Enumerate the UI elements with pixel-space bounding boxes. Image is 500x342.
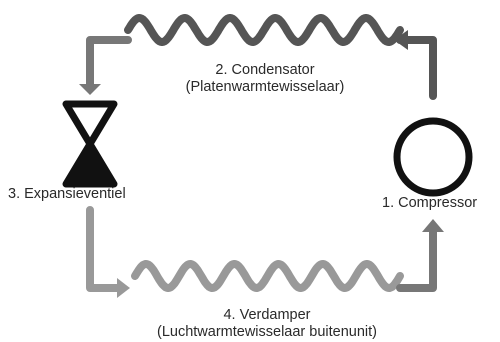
expansion-valve-label: 3. Expansieventiel	[8, 186, 126, 202]
condenser-subtitle: (Platenwarmtewisselaar)	[185, 79, 345, 95]
arrow-into-condenser-icon	[394, 30, 408, 50]
evaporator-coil	[131, 260, 404, 292]
condenser-title: 2. Condensator	[215, 62, 315, 78]
condenser-to-valve-pipe	[86, 36, 132, 88]
valve-to-evaporator-pipe	[86, 206, 124, 292]
arrow-into-evaporator-icon	[117, 278, 130, 298]
hot-refrigerant-line	[79, 14, 437, 100]
evaporator-to-compressor-pipe	[396, 228, 437, 292]
arrow-into-compressor-icon	[422, 219, 444, 232]
evaporator-title: 4. Verdamper	[223, 307, 311, 323]
condenser-coil	[124, 14, 404, 46]
arrow-into-valve-icon	[79, 84, 101, 95]
condenser-label: 2. Condensator (Platenwarmtewisselaar)	[186, 62, 345, 96]
compressor-icon	[393, 117, 473, 197]
evaporator-subtitle: (Luchtwarmtewisselaar buitenunit)	[156, 324, 378, 340]
compressor-label: 1. Compressor	[382, 195, 478, 211]
evaporator-label: 4. Verdamper (Luchtwarmtewisselaar buite…	[157, 307, 377, 341]
cold-refrigerant-line	[86, 206, 444, 298]
compressor-outlet-pipe	[396, 36, 437, 100]
expansion-valve-icon	[62, 100, 118, 188]
